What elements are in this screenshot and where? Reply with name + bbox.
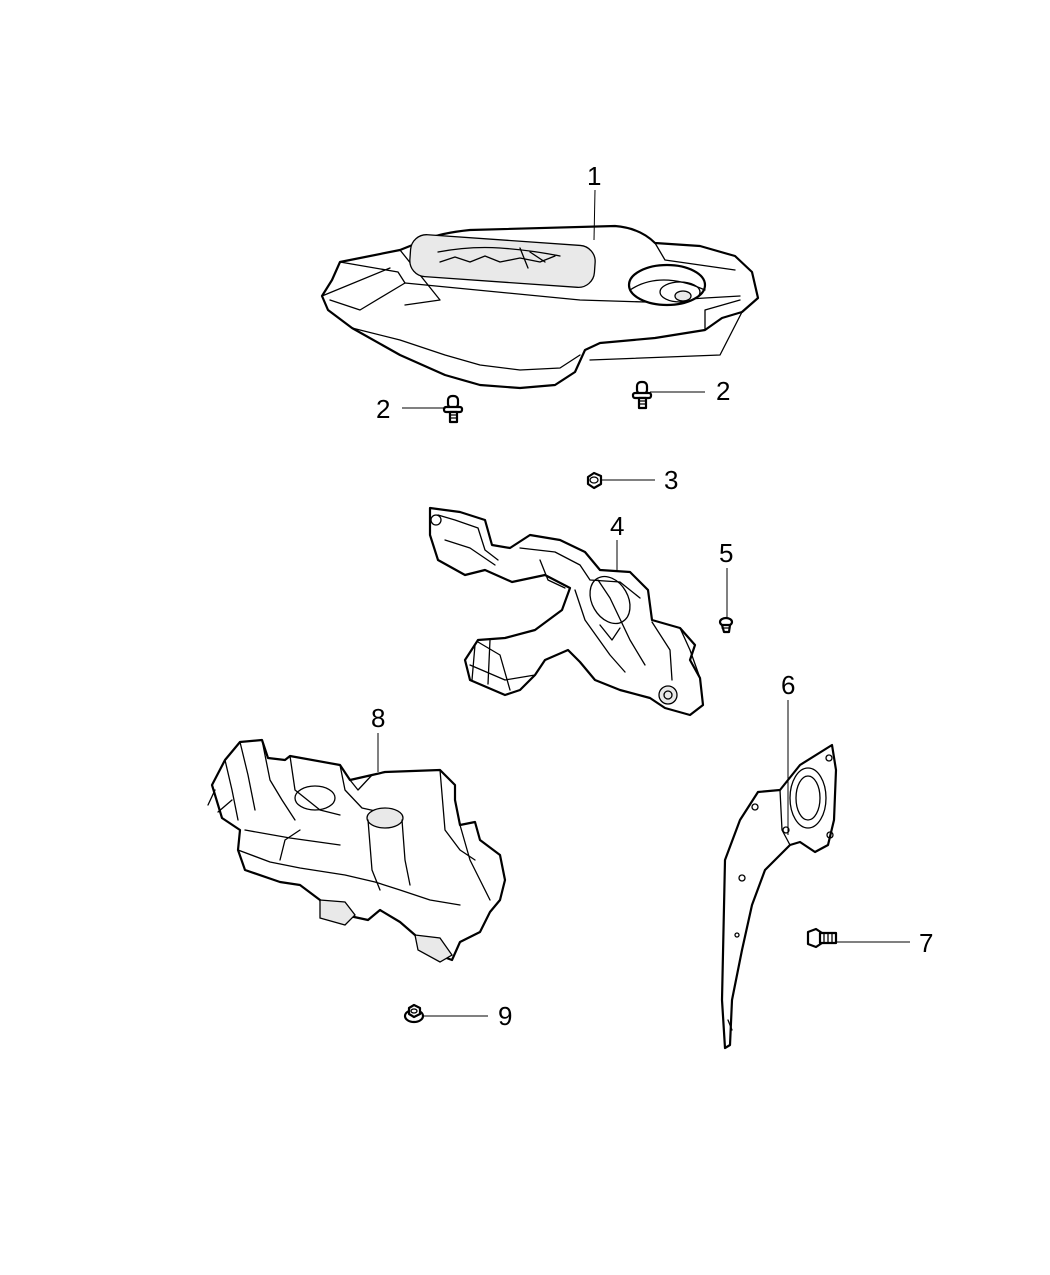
callout-2-right: 2	[716, 376, 730, 406]
engine-cover-part-1	[320, 224, 760, 390]
bolt-part-7	[806, 927, 838, 949]
bracket-part-4	[428, 506, 705, 717]
flange-nut-part-9	[403, 1003, 425, 1024]
stud-part-2-right	[631, 380, 653, 410]
heat-shield-part-6	[720, 743, 838, 1050]
callout-6: 6	[781, 670, 795, 700]
callout-7: 7	[919, 928, 933, 958]
callout-8: 8	[371, 703, 385, 733]
lower-cover-part-8	[207, 738, 507, 963]
callout-labels: 1 2 2 3 4 5 6 7 8 9	[371, 161, 933, 1031]
callout-5: 5	[719, 538, 733, 568]
callout-2-left: 2	[376, 394, 390, 424]
nut-part-3	[586, 471, 603, 490]
callout-4: 4	[610, 511, 624, 541]
leader-lines	[377, 189, 910, 1017]
stud-part-2-left	[442, 394, 464, 424]
leader-1	[593, 189, 596, 241]
callout-1: 1	[587, 161, 601, 191]
screw-part-5	[718, 616, 734, 634]
callout-9: 9	[498, 1001, 512, 1031]
callout-3: 3	[664, 465, 678, 495]
